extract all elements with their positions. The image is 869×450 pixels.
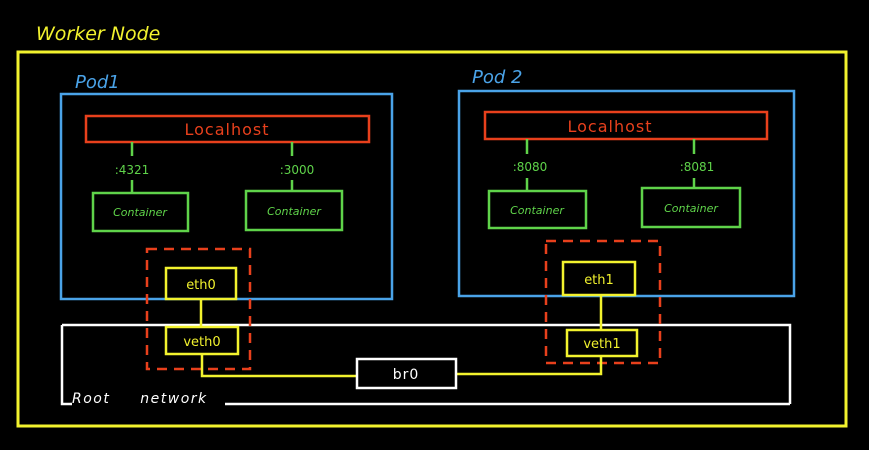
pod1-container-1-label: Container	[113, 206, 168, 219]
worker-node-border	[16, 50, 848, 428]
pod2-container-1-label: Container	[510, 204, 565, 217]
pod1-namespace-dashed-box	[145, 247, 252, 371]
root-network: Root network	[60, 323, 792, 407]
pod2-network-namespace: eth1 veth1	[544, 239, 662, 365]
pod1-network-namespace: eth0 veth0	[145, 247, 252, 371]
pod2-container-2	[640, 186, 742, 229]
worker-node-title: Worker Node	[36, 23, 160, 45]
pod1-title: Pod1	[75, 72, 120, 93]
pod2-localhost-box	[483, 110, 769, 141]
pod1-port-2: :3000	[280, 163, 315, 177]
pod1-container-2-label: Container	[267, 205, 322, 218]
pod2-eth-label: eth1	[584, 273, 614, 288]
pod1-localhost-box	[84, 114, 371, 144]
pod2-title: Pod 2	[472, 67, 522, 88]
pod2-namespace-dashed-box	[544, 239, 662, 365]
pod2-port-1: :8080	[513, 160, 548, 174]
pod1: Pod1 Localhost :4321 Container :3000 Con…	[59, 72, 394, 301]
root-network-border-left	[60, 325, 72, 406]
pod2-container-1	[487, 189, 588, 230]
pod2-veth-label: veth1	[583, 337, 620, 352]
pod1-port-1: :4321	[115, 163, 150, 177]
bridge-label: br0	[393, 367, 420, 383]
worker-node: Worker Node	[16, 23, 848, 428]
pod1-container-2	[244, 189, 344, 232]
pod2-localhost-label: Localhost	[567, 117, 652, 136]
veth0-to-bridge-link	[200, 354, 357, 378]
bridge-links	[200, 354, 603, 378]
pod1-eth-label: eth0	[186, 278, 216, 293]
pod2-container-2-label: Container	[664, 202, 719, 215]
bridge-box	[355, 357, 458, 390]
root-network-label: Root network	[72, 391, 208, 407]
root-network-border	[62, 323, 792, 404]
pod1-localhost-label: Localhost	[184, 120, 269, 139]
veth1-to-bridge-link	[456, 356, 603, 376]
pod1-container-1	[91, 191, 190, 233]
pod1-veth-label: veth0	[183, 335, 220, 350]
bridge: br0	[355, 357, 458, 390]
pod2-port-2: :8081	[680, 160, 715, 174]
pod2-eth-box	[561, 260, 637, 297]
